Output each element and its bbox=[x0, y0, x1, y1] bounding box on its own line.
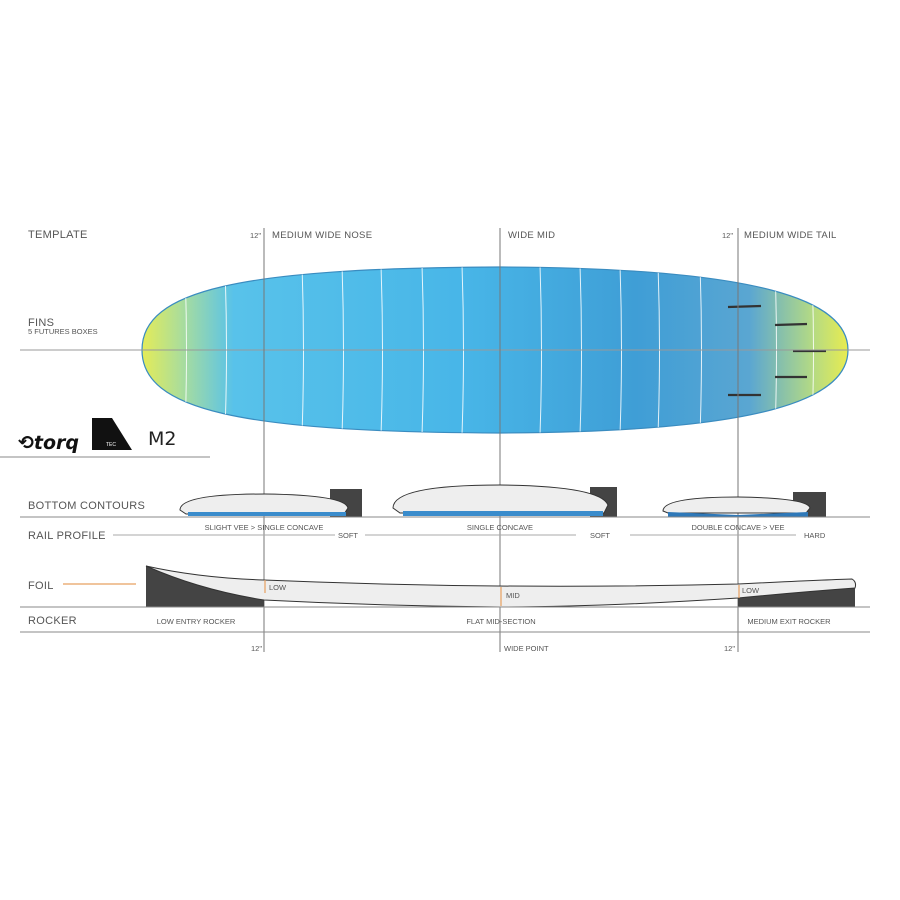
nose-width-label: MEDIUM WIDE NOSE bbox=[272, 230, 372, 241]
rail-profile-heading: RAIL PROFILE bbox=[28, 530, 106, 542]
wide-point-label: WIDE POINT bbox=[504, 644, 549, 653]
foil-nose-label: LOW bbox=[269, 583, 287, 592]
foil-rocker-profile bbox=[145, 565, 857, 608]
contour-mid-label: SINGLE CONCAVE bbox=[467, 523, 533, 532]
contour-nose-label: SLIGHT VEE > SINGLE CONCAVE bbox=[205, 523, 324, 532]
fins-subheading: 5 FUTURES BOXES bbox=[28, 327, 98, 336]
tail-12in-mark: 12" bbox=[722, 231, 733, 240]
nose-12in-mark: 12" bbox=[250, 231, 261, 240]
rail-tail-label: HARD bbox=[804, 531, 826, 540]
bottom-contour-mid bbox=[392, 484, 617, 517]
bottom-tail-12in-mark: 12" bbox=[724, 644, 735, 653]
rocker-mid-label: FLAT MID-SECTION bbox=[466, 617, 535, 626]
bottom-contour-tail bbox=[662, 492, 826, 517]
tec-logo-text: TEC bbox=[106, 442, 116, 448]
foil-tail-label: LOW bbox=[742, 586, 760, 595]
bottom-nose-12in-mark: 12" bbox=[251, 644, 262, 653]
bottom-contour-nose bbox=[179, 489, 362, 517]
tec-logo bbox=[92, 418, 132, 450]
tail-width-label: MEDIUM WIDE TAIL bbox=[744, 230, 837, 241]
bottom-contours-heading: BOTTOM CONTOURS bbox=[28, 500, 145, 512]
brand-logos: ⟲torq TEC M2 bbox=[0, 418, 210, 458]
rail-mid-label: SOFT bbox=[590, 531, 610, 540]
rocker-tail-label: MEDIUM EXIT ROCKER bbox=[747, 617, 831, 626]
rocker-nose-label: LOW ENTRY ROCKER bbox=[157, 617, 236, 626]
fin-boxes bbox=[727, 304, 826, 397]
mid-width-label: WIDE MID bbox=[508, 230, 555, 241]
foil-mid-label: MID bbox=[506, 591, 520, 600]
foil-heading: FOIL bbox=[28, 580, 54, 592]
rocker-heading: ROCKER bbox=[28, 615, 77, 627]
fins-heading: FINS bbox=[28, 317, 54, 329]
m2-logo: M2 bbox=[148, 428, 176, 450]
template-heading: TEMPLATE bbox=[28, 229, 88, 241]
rail-nose-label: SOFT bbox=[338, 531, 358, 540]
torq-logo: ⟲torq bbox=[18, 432, 79, 454]
contour-tail-label: DOUBLE CONCAVE > VEE bbox=[691, 523, 784, 532]
